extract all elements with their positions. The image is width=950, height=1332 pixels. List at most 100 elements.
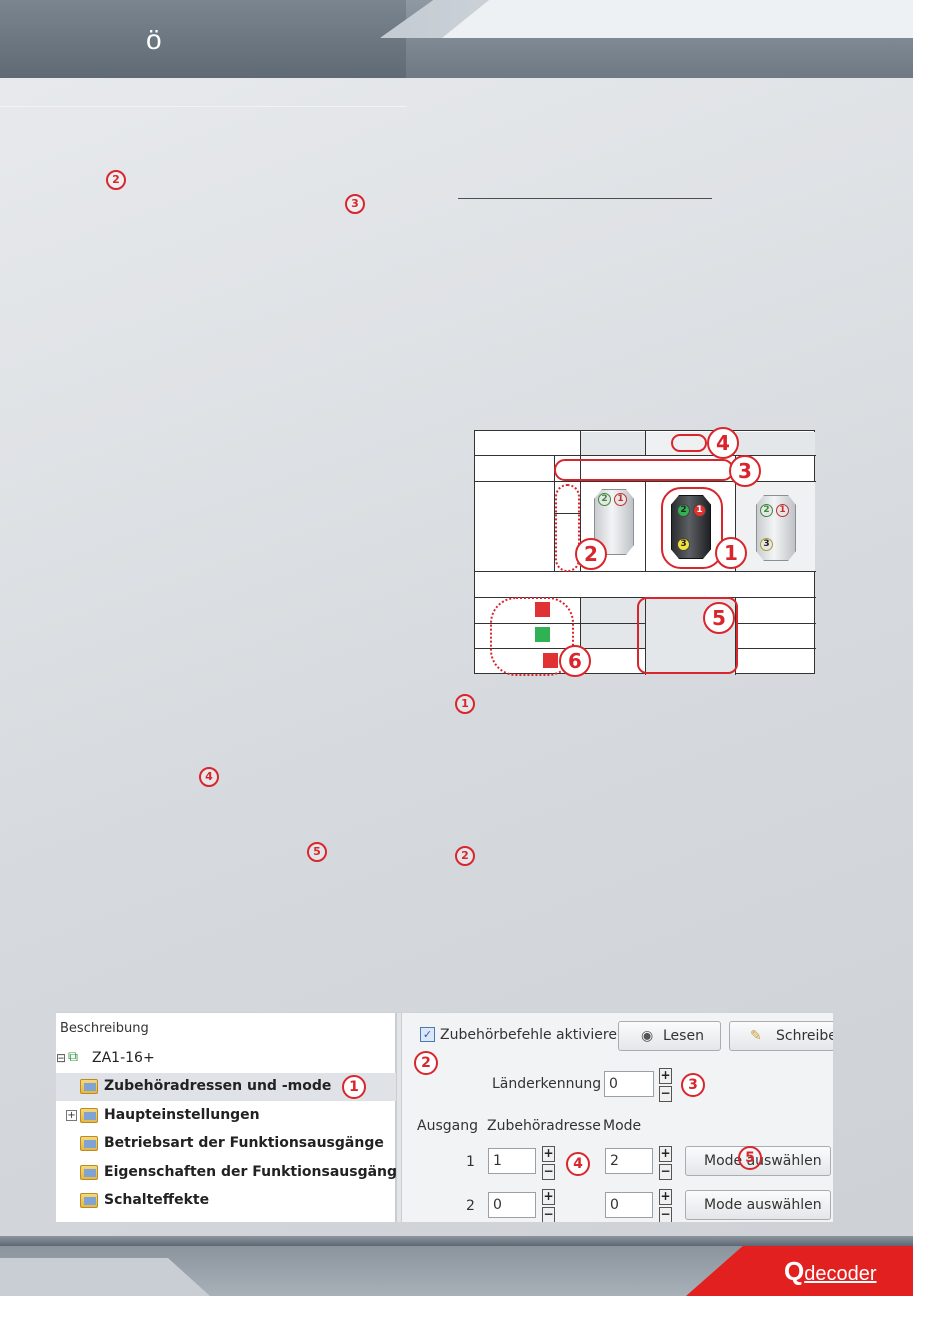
status-square-red bbox=[535, 602, 550, 617]
highlight-ring-1 bbox=[661, 487, 723, 569]
highlight-ring-4 bbox=[671, 434, 707, 452]
marker-software-1: 1 bbox=[342, 1075, 366, 1099]
tree-item-output-properties[interactable]: Eigenschaften der Funktionsausgänge bbox=[56, 1159, 407, 1187]
grid-line bbox=[645, 481, 646, 571]
header-cell bbox=[581, 432, 645, 455]
read-button[interactable]: ◉ Lesen bbox=[618, 1021, 721, 1051]
folder-icon bbox=[80, 1193, 98, 1208]
marker-software-2: 2 bbox=[414, 1051, 438, 1075]
address-stepper-1[interactable]: +− bbox=[542, 1146, 555, 1180]
expand-icon[interactable]: + bbox=[66, 1110, 77, 1121]
tree-item-label: Zubehöradressen und -mode bbox=[104, 1078, 332, 1094]
marker-left-2: 2 bbox=[106, 170, 126, 190]
tree-column-header: Beschreibung bbox=[60, 1021, 149, 1036]
mode-stepper-1[interactable]: +− bbox=[659, 1146, 672, 1180]
grid-line bbox=[580, 431, 581, 571]
address-stepper-2[interactable]: +− bbox=[542, 1189, 555, 1222]
write-button[interactable]: ✎ Schreiben bbox=[729, 1021, 833, 1051]
marker-software-5: 5 bbox=[738, 1146, 762, 1170]
settings-tree: Beschreibung ⊟ ⧉ ZA1-16+ Zubehöradressen… bbox=[56, 1013, 407, 1222]
tree-root-label: ZA1-16+ bbox=[92, 1050, 155, 1066]
eye-icon: ◉ bbox=[641, 1028, 654, 1044]
config-software-window: Beschreibung ⊟ ⧉ ZA1-16+ Zubehöradressen… bbox=[56, 1012, 833, 1222]
grid-line bbox=[645, 431, 646, 455]
status-square-green bbox=[535, 627, 550, 642]
section-underline bbox=[458, 198, 712, 199]
status-cell bbox=[581, 624, 645, 648]
diagram-marker-4: 4 bbox=[707, 427, 739, 459]
marker-software-3: 3 bbox=[681, 1073, 705, 1097]
column-output: Ausgang bbox=[417, 1118, 478, 1134]
settings-panel: ✓ Zubehörbefehle aktivieren ◉ Lesen ✎ Sc… bbox=[402, 1013, 833, 1222]
lamp-yellow: 3 bbox=[677, 538, 690, 551]
grid-line bbox=[580, 597, 581, 675]
footer-strip bbox=[0, 1236, 913, 1246]
marker-left-5: 5 bbox=[307, 842, 327, 862]
column-mode: Mode bbox=[603, 1118, 642, 1134]
address-field-1[interactable]: 1 bbox=[488, 1148, 536, 1174]
lamp-green: 2 bbox=[677, 504, 690, 517]
highlight-ring-3 bbox=[554, 459, 734, 481]
mode-field-1[interactable]: 2 bbox=[605, 1148, 653, 1174]
folder-icon bbox=[80, 1136, 98, 1151]
qdecoder-logo[interactable]: Qdecoder bbox=[784, 1256, 877, 1286]
header-left-panel bbox=[0, 0, 406, 78]
checkbox-label: Zubehörbefehle aktivieren bbox=[440, 1027, 626, 1043]
highlight-ring-5 bbox=[637, 597, 738, 674]
tree-root[interactable]: ⊟ ⧉ ZA1-16+ bbox=[56, 1045, 396, 1073]
marker-left-3: 3 bbox=[345, 194, 365, 214]
grid-line bbox=[475, 571, 816, 572]
lamp-green: 2 bbox=[598, 493, 611, 506]
country-label: Länderkennung bbox=[492, 1076, 602, 1092]
mode-stepper-2[interactable]: +− bbox=[659, 1189, 672, 1222]
folder-icon bbox=[80, 1108, 98, 1123]
diagram-marker-2: 2 bbox=[575, 538, 607, 570]
diagram-marker-6: 6 bbox=[559, 645, 591, 677]
status-cell bbox=[581, 598, 645, 623]
grid-line bbox=[735, 455, 736, 571]
tree-item-switch-effects[interactable]: Schalteffekte bbox=[56, 1187, 396, 1215]
header-cell bbox=[736, 432, 815, 455]
country-field[interactable]: 0 bbox=[604, 1071, 654, 1097]
diagram-marker-5: 5 bbox=[703, 602, 735, 634]
marker-software-4: 4 bbox=[566, 1152, 590, 1176]
collapse-icon[interactable]: ⊟ bbox=[56, 1051, 67, 1065]
select-mode-button-2[interactable]: Mode auswählen bbox=[685, 1190, 831, 1220]
page-title: ö bbox=[146, 24, 162, 55]
output-number: 2 bbox=[466, 1198, 475, 1214]
grid-line bbox=[475, 455, 816, 456]
lamp-green: 2 bbox=[760, 504, 773, 517]
lamp-red: 1 bbox=[614, 493, 627, 506]
country-stepper[interactable]: +− bbox=[659, 1068, 672, 1102]
tree-item-addresses[interactable]: Zubehöradressen und -mode bbox=[56, 1073, 396, 1101]
grid-line bbox=[735, 597, 736, 675]
tree-item-label: Schalteffekte bbox=[104, 1192, 210, 1208]
network-icon: ⧉ bbox=[68, 1049, 78, 1065]
grid-line bbox=[645, 597, 646, 675]
address-field-2[interactable]: 0 bbox=[488, 1192, 536, 1218]
tree-item-main-settings[interactable]: + Haupteinstellungen bbox=[56, 1102, 396, 1130]
header-divider bbox=[0, 106, 406, 107]
footer-light-panel bbox=[0, 1258, 210, 1296]
folder-icon bbox=[80, 1165, 98, 1180]
enable-accessory-checkbox[interactable]: ✓ bbox=[420, 1027, 435, 1042]
output-number: 1 bbox=[466, 1154, 475, 1170]
highlight-ring-6 bbox=[490, 597, 574, 676]
marker-right-2: 2 bbox=[455, 846, 475, 866]
grid-line bbox=[554, 513, 580, 514]
column-address: Zubehöradresse bbox=[487, 1118, 601, 1134]
diagram-marker-3: 3 bbox=[729, 455, 761, 487]
lamp-red: 1 bbox=[693, 504, 706, 517]
tree-item-label: Haupteinstellungen bbox=[104, 1107, 260, 1123]
diagram-marker-1: 1 bbox=[715, 537, 747, 569]
lamp-yellow: 3 bbox=[760, 538, 773, 551]
mode-field-2[interactable]: 0 bbox=[605, 1192, 653, 1218]
lamp-red: 1 bbox=[776, 504, 789, 517]
splitter[interactable] bbox=[396, 1013, 402, 1222]
header-wedge-light bbox=[442, 0, 913, 38]
marker-right-1: 1 bbox=[455, 694, 475, 714]
tree-item-output-mode[interactable]: Betriebsart der Funktionsausgänge bbox=[56, 1130, 396, 1158]
signal-diagram: 2 1 2 1 3 2 1 3 4 3 2 1 5 6 bbox=[474, 427, 816, 677]
folder-icon bbox=[80, 1079, 98, 1094]
tree-item-label: Eigenschaften der Funktionsausgänge bbox=[104, 1164, 407, 1180]
